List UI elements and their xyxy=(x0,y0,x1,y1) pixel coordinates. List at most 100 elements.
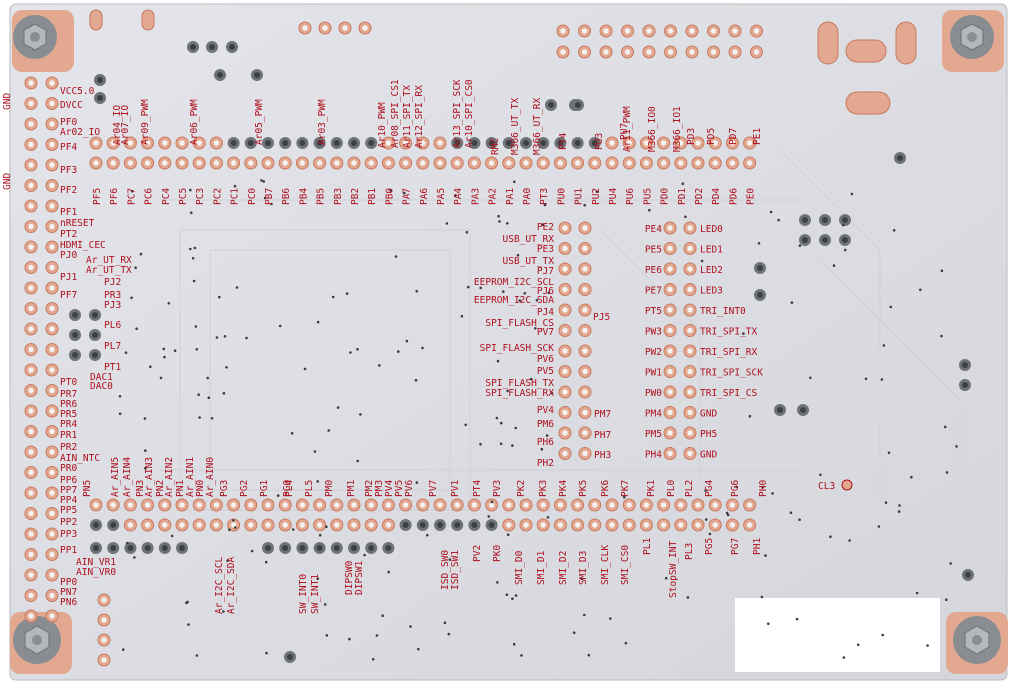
header-pads xyxy=(24,21,763,667)
bottom-pin-vlabel: PL4 xyxy=(284,480,295,497)
left-pin-label: VCC5.0 xyxy=(60,86,95,97)
left-pin-label: GND xyxy=(2,93,13,110)
bottom-pin-vlabel: PN5 xyxy=(82,480,93,497)
top-row-pin-label: PA5 xyxy=(436,188,447,205)
middle-pin-label: PJ6 xyxy=(537,286,554,297)
top-pin-vlabel: M366_IO1 xyxy=(672,106,683,152)
middle-pin-label: PV7 xyxy=(537,327,554,338)
bottom-pin-vlabel: Ar_AIN3 xyxy=(144,457,155,497)
top-pin-vlabel: PD7 xyxy=(728,128,739,145)
bottom-pin-vlabel: PK4 xyxy=(558,480,569,497)
bottom-pin-vlabel: PG3 xyxy=(219,480,230,497)
bottom-pin-vlabel: PV5 xyxy=(394,480,405,497)
left-pin-label: nRESET xyxy=(60,218,95,229)
top-pin-vlabel: Ar10_PWM xyxy=(377,102,388,148)
middle-pin-label: PM6 xyxy=(537,419,554,430)
top-row-pin-label: PB0 xyxy=(384,188,395,205)
right-pin-label: PW2 xyxy=(645,347,662,358)
bottom-function-vlabel: DIPSW1 xyxy=(354,560,365,595)
right-pin-label: PW1 xyxy=(645,368,662,379)
left-pin-label: PN6 xyxy=(60,597,77,608)
bottom-pin-vlabel: PG6 xyxy=(730,480,741,497)
left-pin-label: DVCC xyxy=(60,100,83,111)
left-pin-label: AIN_VR1 xyxy=(76,557,116,568)
top-row-pin-label: PA3 xyxy=(470,188,481,205)
right-function-label: GND xyxy=(700,450,717,461)
bottom-pin-vlabel: PN0 xyxy=(195,480,206,497)
middle-pin-label: PJ4 xyxy=(537,307,554,318)
bottom-pin-vlabel: PN1 xyxy=(175,480,186,497)
bottom-pin-vlabel: PK6 xyxy=(600,480,611,497)
left-pin-label: PJ0 xyxy=(60,250,77,261)
top-row-pin-label: PC2 xyxy=(212,188,223,205)
top-pin-vlabel: PD5 xyxy=(706,128,717,145)
top-row-pin-label: PB7 xyxy=(264,188,275,205)
right-function-label: LED3 xyxy=(700,286,723,297)
bottom-pin-vlabel: PH0 xyxy=(758,480,769,497)
middle-pin-label: PV4 xyxy=(537,405,554,416)
middle-pin-label: PV5 xyxy=(537,366,554,377)
right-function-label: GND xyxy=(700,409,717,420)
bottom-function-vlabel: PV2 xyxy=(472,545,483,562)
left-pin-label: PR7 xyxy=(60,389,77,400)
right-pin-label: PE4 xyxy=(645,224,662,235)
bottom-pin-vlabel: PN3 xyxy=(135,480,146,497)
top-pin-vlabel: Ar06_PWM xyxy=(189,99,200,145)
top-row-pin-label: PF6 xyxy=(109,188,120,205)
bottom-pin-vlabel: PG1 xyxy=(259,480,270,497)
bottom-function-vlabel: SMI_D3 xyxy=(578,551,589,585)
top-row-pin-label: PF5 xyxy=(92,188,103,205)
top-pin-vlabel: PU7 xyxy=(619,123,630,140)
bottom-function-vlabel: Ar_I2C_SCL xyxy=(214,557,225,614)
top-row-pin-label: PC1 xyxy=(230,188,241,205)
middle-pin-label: PE3 xyxy=(537,244,554,255)
left-pin-label: PR5 xyxy=(60,409,77,420)
left-pin-label: PR1 xyxy=(60,430,77,441)
top-pin-vlabel: Ar09_PWM xyxy=(140,99,151,145)
middle-pin-label: PE2 xyxy=(537,222,554,233)
right-pin-label: PT5 xyxy=(645,306,662,317)
middle-pin-label: PH2 xyxy=(537,458,554,469)
bottom-pin-vlabel: Ar_AIN0 xyxy=(205,457,216,497)
left-pin-label: PR3 xyxy=(104,290,121,301)
top-pin-vlabel: M366_UT_RX xyxy=(532,98,543,155)
left-pin-label: Ar_UT_RX xyxy=(86,255,132,266)
top-row-pin-label: PU1 xyxy=(574,188,585,205)
bottom-pin-vlabel: PV3 xyxy=(492,480,503,497)
bottom-function-vlabel: SW_INT0 xyxy=(298,574,309,614)
top-pin-vlabel: Ar11_SPI_TX xyxy=(402,85,413,148)
middle-pin-label: USB_UT_RX xyxy=(503,234,555,245)
top-pin-vlabel: RMC xyxy=(490,138,501,155)
silkscreen-labels: GNDVCC5.0DVCCPF0Ar02_IOPF4PF3GNDPF2PF1nR… xyxy=(2,79,769,614)
cl3-label: CL3 xyxy=(818,481,835,492)
bottom-pin-vlabel: PK3 xyxy=(538,480,549,497)
top-pin-vlabel: Ar05_PWM xyxy=(254,99,265,145)
right-function-label: PH5 xyxy=(700,429,717,440)
top-row-pin-label: PB6 xyxy=(281,188,292,205)
top-pin-vlabel: PY4 xyxy=(558,133,569,150)
bottom-pin-vlabel: PT4 xyxy=(472,480,483,497)
top-row-pin-label: PD2 xyxy=(694,188,705,205)
bottom-pin-vlabel: PM2 xyxy=(364,480,375,497)
bottom-pin-vlabel: PK2 xyxy=(516,480,527,497)
top-pin-vlabel: Ar04_IO xyxy=(112,105,123,145)
bottom-pin-vlabel: PG0 xyxy=(282,480,293,497)
left-pin-label: PP4 xyxy=(60,495,77,506)
right-pin-label: PE5 xyxy=(645,245,662,256)
bottom-pin-vlabel: Ar_AIN1 xyxy=(185,457,196,497)
left-pin-label: AIN_NTC xyxy=(60,453,100,464)
bottom-function-vlabel: SMI_D0 xyxy=(514,550,525,585)
middle-pin-label: SPI_FLASH_TX xyxy=(485,378,554,389)
left-pin-label: PF7 xyxy=(60,290,77,301)
right-pin-label: PE7 xyxy=(645,286,662,297)
top-row-pin-label: PB4 xyxy=(298,188,309,205)
bottom-pin-vlabel: PL2 xyxy=(684,480,695,497)
bottom-pin-vlabel: PG4 xyxy=(704,480,715,497)
top-row-pin-label: PC6 xyxy=(144,188,155,205)
bottom-pin-vlabel: PV7 xyxy=(428,480,439,497)
cl3-marker: CL3 xyxy=(818,479,853,492)
bottom-pin-vlabel: Ar_AIN4 xyxy=(122,457,133,497)
top-pin-vlabel: PE1 xyxy=(752,128,763,145)
right-function-label: LED1 xyxy=(700,245,723,256)
top-pin-vlabel: M366_UT_TX xyxy=(510,98,521,155)
